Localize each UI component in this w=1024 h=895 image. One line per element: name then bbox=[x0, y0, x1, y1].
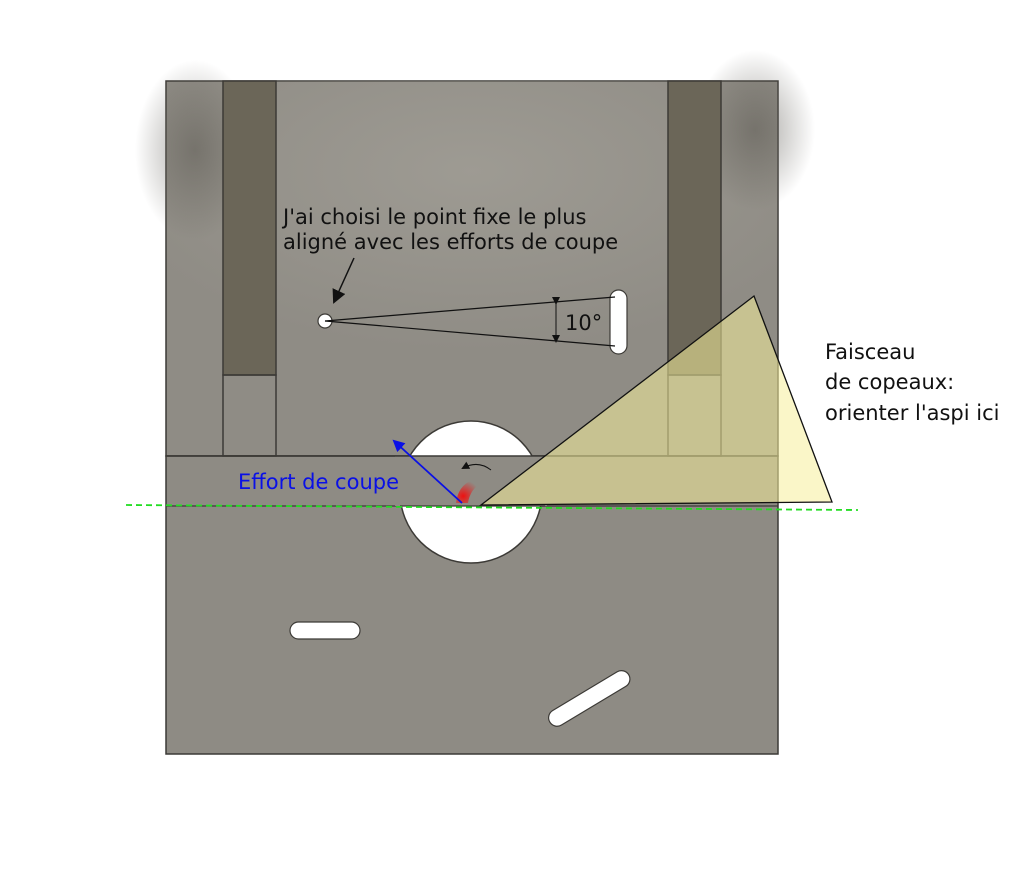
chip-note-line3: orienter l'aspi ici bbox=[825, 401, 999, 425]
blade-contact-mark bbox=[456, 480, 480, 503]
shadow-right bbox=[695, 50, 815, 210]
pivot-note-line2: aligné avec les efforts de coupe bbox=[283, 230, 618, 254]
angle-line-bottom bbox=[324, 320, 616, 347]
force-label: Effort de coupe bbox=[238, 470, 399, 494]
angle-line-top bbox=[324, 296, 616, 322]
chip-note-line2: de copeaux: bbox=[825, 370, 954, 394]
slot-diagonal bbox=[548, 670, 631, 727]
rotation-arrow bbox=[461, 461, 492, 471]
force-arrow bbox=[392, 439, 463, 504]
angle-label: 10° bbox=[565, 311, 602, 335]
chip-beam bbox=[479, 294, 833, 506]
pivot-note-arrow bbox=[332, 257, 355, 304]
slot-horizontal bbox=[289, 621, 361, 640]
pivot-note-line1: J'ai choisi le point fixe le plus bbox=[281, 205, 586, 229]
slot-vertical bbox=[609, 289, 628, 355]
cut-line bbox=[125, 504, 859, 511]
rail-left bbox=[222, 80, 277, 376]
chip-note-line1: Faisceau bbox=[825, 340, 915, 364]
